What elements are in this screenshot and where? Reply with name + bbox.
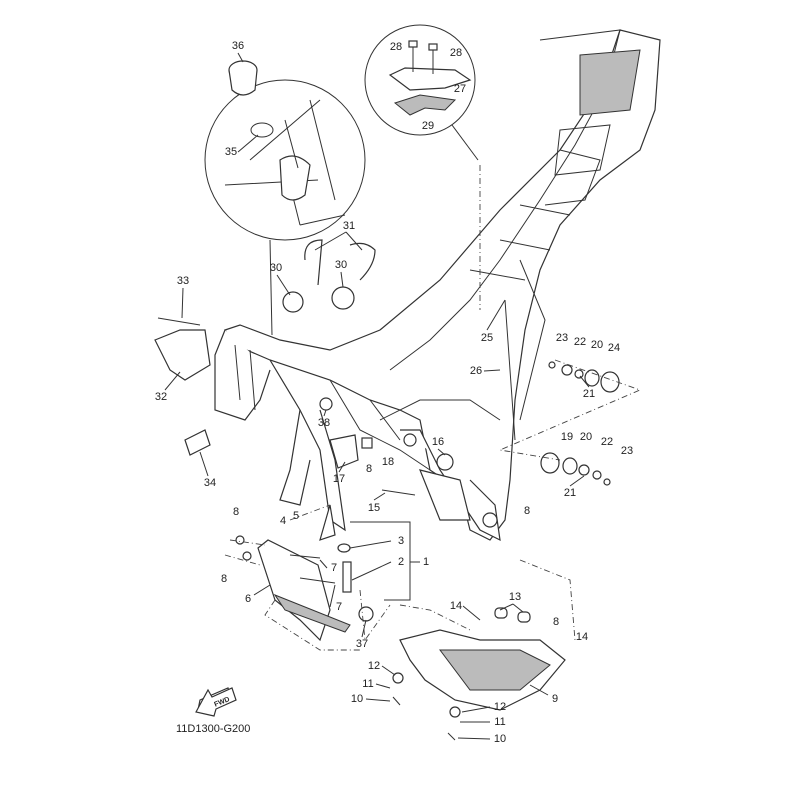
callout: 28 — [390, 41, 402, 53]
callout: 22 — [601, 436, 613, 448]
callout: 30 — [270, 262, 282, 274]
callout-labels: 36 35 28 28 27 29 31 30 30 33 32 34 38 8… — [155, 40, 633, 745]
callout: 11 — [494, 716, 505, 728]
callout: 34 — [204, 477, 216, 489]
callout: 36 — [232, 40, 244, 52]
callout: 29 — [422, 120, 434, 132]
callout: 32 — [155, 391, 167, 403]
detail-circle-bracket — [364, 24, 476, 136]
callout: 20 — [580, 431, 592, 443]
fwd-arrow-icon: FWD — [195, 687, 237, 717]
callout: 23 — [556, 332, 568, 344]
callout: 14 — [450, 600, 462, 612]
callout: 7 — [336, 601, 342, 613]
callout: 10 — [494, 733, 506, 745]
callout: 9 — [552, 693, 558, 705]
callout: 22 — [574, 336, 586, 348]
callout: 14 — [576, 631, 588, 643]
bracket-part — [388, 40, 472, 116]
callout: 30 — [335, 259, 347, 271]
fuel-cap-part — [224, 60, 346, 226]
callout: 16 — [432, 436, 444, 448]
callout: 8 — [233, 506, 239, 518]
callout: 28 — [450, 47, 462, 59]
callout: 31 — [343, 220, 355, 232]
leader-lines — [164, 52, 590, 740]
callout: 10 — [351, 693, 363, 705]
callout: 8 — [553, 616, 559, 628]
sidestand — [235, 504, 374, 642]
callout: 20 — [591, 339, 603, 351]
callout: 27 — [454, 83, 466, 95]
callout: 33 — [177, 275, 189, 287]
callout: 37 — [356, 638, 368, 650]
callout: 12 — [494, 701, 506, 713]
callout: 25 — [481, 332, 493, 344]
callout: 1 — [423, 556, 429, 568]
callout: 24 — [608, 342, 620, 354]
callout: 11 — [362, 678, 373, 690]
callout: 26 — [470, 365, 482, 377]
diagram-code: 11D1300-G200 — [176, 723, 250, 735]
callout: 7 — [331, 562, 337, 574]
callout: 35 — [225, 146, 237, 158]
assembly-guide-lines — [224, 165, 642, 651]
detail-circle-fuel-cap — [204, 79, 366, 241]
assembly-bracket — [350, 521, 420, 601]
callout: 23 — [621, 445, 633, 457]
callout: 15 — [368, 502, 380, 514]
callout: 19 — [561, 431, 573, 443]
callout: 4 — [280, 515, 286, 527]
callout: 21 — [564, 487, 576, 499]
callout: 2 — [398, 556, 404, 568]
callout: 8 — [366, 463, 372, 475]
callout: 5 — [293, 510, 299, 522]
callout: 38 — [318, 417, 330, 429]
callout: 12 — [368, 660, 380, 672]
callout: 21 — [583, 388, 595, 400]
callout: 8 — [221, 573, 227, 585]
callout: 8 — [524, 505, 530, 517]
callout: 18 — [382, 456, 394, 468]
callout: 17 — [333, 473, 345, 485]
callout: 6 — [245, 593, 251, 605]
callout: 3 — [398, 535, 404, 547]
callout: 13 — [509, 591, 521, 603]
skid-plate — [392, 607, 566, 741]
main-frame — [214, 29, 661, 542]
